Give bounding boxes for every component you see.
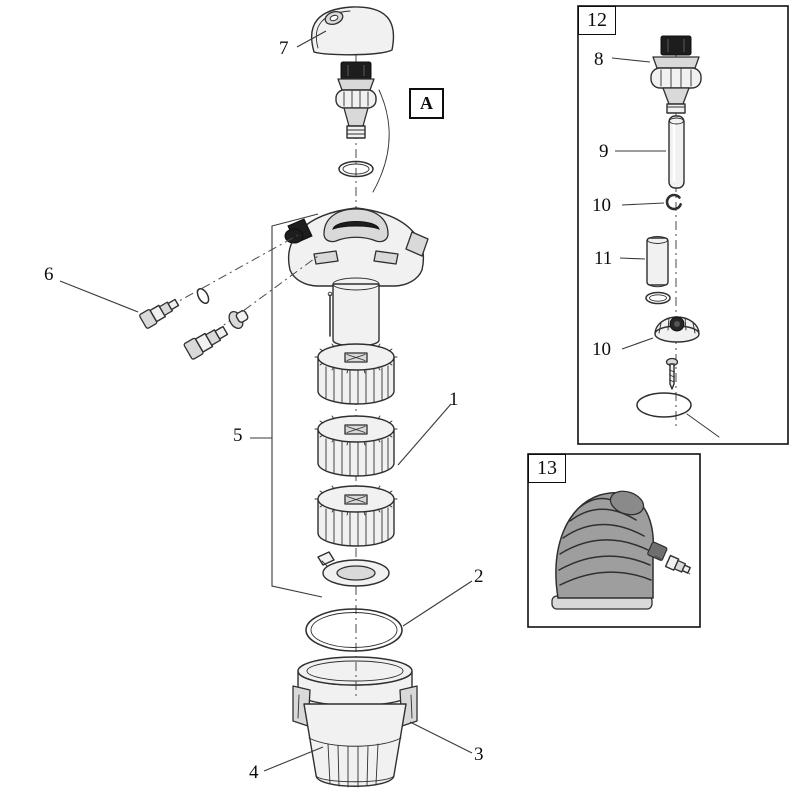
- callout-7: 7: [279, 38, 289, 59]
- part-cap-nut-10: [654, 316, 700, 343]
- part-oring-small: [338, 160, 374, 178]
- part-valve-head-8: [650, 35, 702, 114]
- part-uvc-check-valve: [335, 61, 390, 193]
- callout-5: 5: [233, 425, 243, 446]
- part-quartz-tube-9: [668, 115, 685, 189]
- part-oring-inset: [645, 291, 671, 305]
- inset-13-label: 13: [528, 454, 566, 483]
- pump-outlet-fitting: [664, 554, 691, 574]
- callout-11: 11: [594, 248, 613, 269]
- callout-a-box: A: [409, 88, 444, 119]
- inset-12-label: 12: [578, 6, 616, 35]
- callout-1: 1: [449, 389, 459, 410]
- callout-8: 8: [594, 49, 604, 70]
- callout-3: 3: [474, 744, 484, 765]
- part-pump: [551, 490, 691, 610]
- part-oring-bottom: [636, 392, 720, 438]
- callout-9: 9: [599, 141, 609, 162]
- part-clamp-ring: [317, 551, 390, 587]
- part-glass-tube-11: [646, 236, 669, 288]
- callout-10b: 10: [592, 339, 611, 360]
- part-filter-head: [284, 207, 429, 287]
- inset-box-12: [577, 5, 789, 445]
- callout-2: 2: [474, 566, 484, 587]
- leader-lines-main: [59, 30, 473, 772]
- callout-6: 6: [44, 264, 54, 285]
- part-cover-cap: [310, 6, 395, 56]
- part-clip-10: [665, 193, 682, 211]
- part-hose-connectors: [139, 233, 319, 360]
- leader-lines-inset12: [611, 57, 666, 350]
- inset-box-13: [527, 453, 701, 628]
- callout-4: 4: [249, 762, 259, 783]
- part-media-tube: [327, 277, 380, 347]
- bracket-part-5: [250, 213, 323, 598]
- part-oring-large: [305, 608, 403, 652]
- part-screw: [665, 357, 679, 390]
- part-container: [292, 656, 418, 788]
- callout-10a: 10: [592, 195, 611, 216]
- part-foam-stack: [314, 343, 398, 547]
